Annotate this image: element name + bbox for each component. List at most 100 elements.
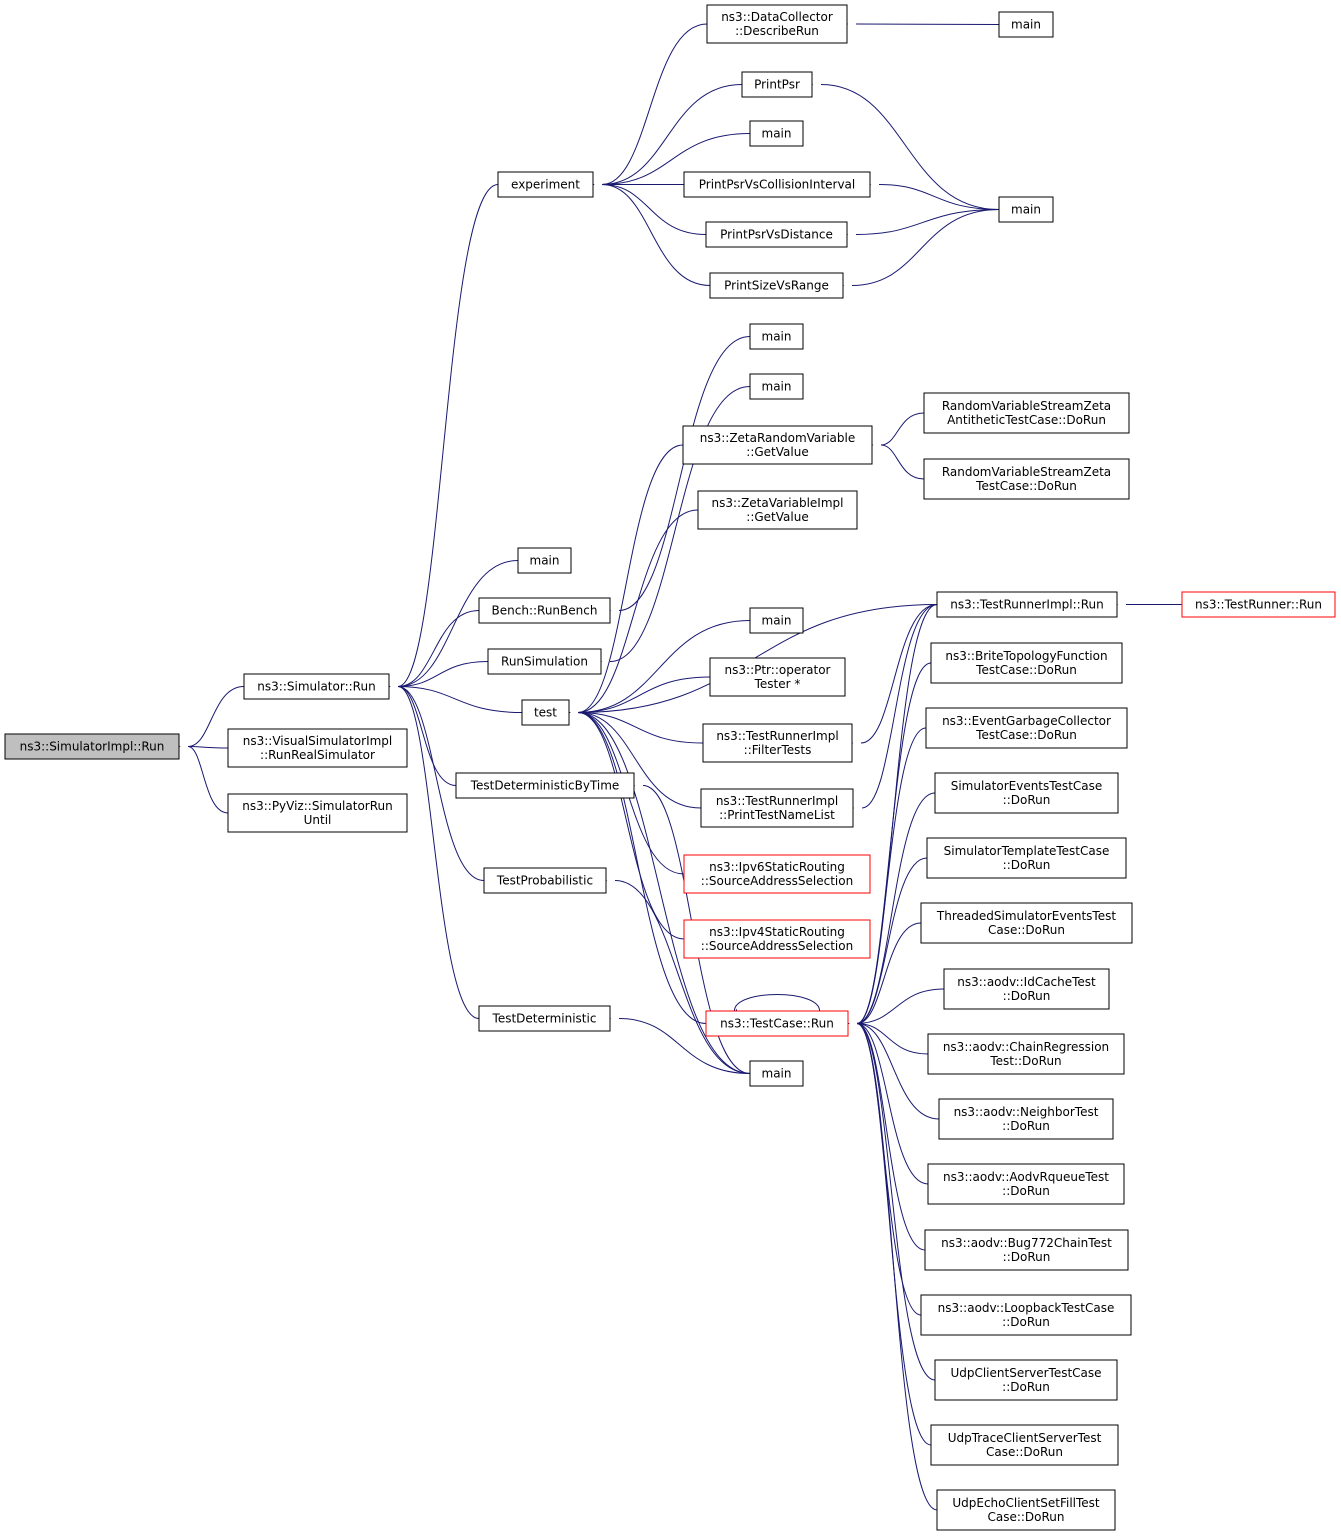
node-box	[927, 1033, 1125, 1075]
node-benchrun[interactable]: Bench::RunBench	[478, 597, 611, 624]
node-zetarv[interactable]: ns3::ZetaRandomVariable::GetValue	[682, 425, 873, 465]
node-label: ns3::aodv::AodvRqueueTest	[943, 1170, 1109, 1184]
node-rvszanti[interactable]: RandomVariableStreamZetaAntitheticTestCa…	[923, 392, 1130, 434]
node-main_h[interactable]: main	[749, 1060, 804, 1087]
node-box	[682, 425, 873, 465]
node-label: PrintPsrVsCollisionInterval	[699, 178, 856, 192]
node-main_f[interactable]: main	[749, 607, 804, 634]
node-trrun[interactable]: ns3::TestRunner::Run	[1181, 591, 1336, 618]
node-stt[interactable]: SimulatorTemplateTestCase::DoRun	[926, 837, 1127, 879]
node-zetavi[interactable]: ns3::ZetaVariableImpl::GetValue	[697, 490, 858, 530]
node-box	[943, 968, 1110, 1010]
nodes-layer: ns3::SimulatorImpl::Run ns3::Simulator::R…	[4, 4, 1336, 1531]
node-main_c[interactable]: main	[998, 196, 1054, 223]
node-box	[936, 1489, 1116, 1531]
node-test[interactable]: test	[521, 699, 570, 726]
edge-benchrun-to-simrun	[378, 610, 480, 692]
node-label: ns3::TestRunnerImpl	[716, 729, 838, 743]
node-label: ns3::aodv::IdCacheTest	[957, 975, 1096, 989]
edge-udpcs-to-tcrun	[837, 1018, 936, 1381]
node-box	[998, 196, 1054, 223]
node-ipv4[interactable]: ns3::Ipv4StaticRouting::SourceAddressSel…	[683, 919, 871, 959]
node-main_d[interactable]: main	[749, 323, 804, 350]
node-label: Tester *	[754, 677, 801, 691]
node-simrun[interactable]: ns3::Simulator::Run	[243, 673, 390, 700]
node-label: ns3::BriteTopologyFunction	[945, 649, 1107, 663]
node-ppvd[interactable]: PrintPsrVsDistance	[705, 221, 848, 248]
node-box	[227, 728, 408, 768]
node-label: experiment	[511, 178, 580, 192]
node-tcrun[interactable]: ns3::TestCase::Run	[705, 1010, 849, 1037]
node-main_c[interactable]: main	[998, 11, 1054, 38]
node-label: main	[762, 330, 792, 344]
node-psvr[interactable]: PrintSizeVsRange	[709, 272, 844, 299]
node-box	[700, 788, 854, 828]
edge-line	[856, 1023, 936, 1381]
node-label: ns3::ZetaRandomVariable	[700, 431, 856, 445]
node-visual[interactable]: ns3::VisualSimulatorImpl::RunRealSimulat…	[227, 728, 408, 768]
node-tdbytime[interactable]: TestDeterministicByTime	[455, 772, 635, 799]
node-box	[697, 490, 858, 530]
node-label: ::DoRun	[1003, 1250, 1051, 1264]
node-label: ::DoRun	[1002, 1119, 1050, 1133]
node-udpcs[interactable]: UdpClientServerTestCase::DoRun	[934, 1359, 1118, 1401]
node-tprob[interactable]: TestProbabilistic	[483, 867, 607, 894]
node-experiment[interactable]: experiment	[497, 171, 594, 198]
edge-line	[856, 857, 928, 1024]
node-label: TestCase::DoRun	[975, 728, 1077, 742]
node-label: ::DoRun	[1003, 858, 1051, 872]
node-brite[interactable]: ns3::BriteTopologyFunctionTestCase::DoRu…	[930, 642, 1123, 684]
node-label: ns3::Ipv6StaticRouting	[709, 860, 845, 874]
node-runsim[interactable]: RunSimulation	[487, 648, 602, 675]
node-rqueue[interactable]: ns3::aodv::AodvRqueueTest::DoRun	[927, 1163, 1125, 1205]
node-box	[749, 120, 804, 147]
edge-line	[577, 712, 704, 744]
node-label: AntitheticTestCase::DoRun	[947, 413, 1106, 427]
edge-line	[577, 444, 684, 713]
edge-trirun-to-trprint	[842, 604, 938, 813]
node-box	[243, 673, 390, 700]
node-box	[4, 733, 180, 760]
edge-line	[601, 23, 708, 185]
node-neighbor[interactable]: ns3::aodv::NeighborTest::DoRun	[938, 1098, 1114, 1140]
node-ipv6[interactable]: ns3::Ipv6StaticRouting::SourceAddressSel…	[683, 854, 871, 894]
node-box	[483, 867, 607, 894]
node-label: main	[530, 554, 560, 568]
node-root[interactable]: ns3::SimulatorImpl::Run	[4, 733, 180, 760]
node-main_e[interactable]: main	[749, 373, 804, 400]
node-loopback[interactable]: ns3::aodv::LoopbackTestCase::DoRun	[920, 1294, 1132, 1336]
node-label: ::GetValue	[746, 510, 808, 524]
node-printpsr[interactable]: PrintPsr	[741, 71, 813, 98]
node-label: ns3::DataCollector	[721, 10, 833, 24]
node-trprint[interactable]: ns3::TestRunnerImpl::PrintTestNameList	[700, 788, 854, 828]
node-label: ::DoRun	[1002, 1184, 1050, 1198]
node-box	[938, 1098, 1114, 1140]
node-bug772[interactable]: ns3::aodv::Bug772ChainTest::DoRun	[924, 1229, 1129, 1271]
node-idcache[interactable]: ns3::aodv::IdCacheTest::DoRun	[943, 968, 1110, 1010]
node-dcdescribe[interactable]: ns3::DataCollector::DescribeRun	[706, 4, 848, 44]
node-main_b[interactable]: main	[749, 120, 804, 147]
edge-line	[397, 560, 519, 687]
node-set[interactable]: SimulatorEventsTestCase::DoRun	[934, 772, 1119, 814]
node-box	[487, 648, 602, 675]
node-main_a[interactable]: main	[517, 547, 572, 574]
node-label: ::DoRun	[1002, 1315, 1050, 1329]
node-egc[interactable]: ns3::EventGarbageCollectorTestCase::DoRu…	[925, 707, 1128, 749]
edge-line	[855, 209, 1000, 235]
node-label: UdpEchoClientSetFillTest	[952, 1496, 1100, 1510]
node-label: ns3::aodv::NeighborTest	[954, 1105, 1099, 1119]
node-label: main	[762, 614, 792, 628]
node-trfilter[interactable]: ns3::TestRunnerImpl::FilterTests	[702, 723, 853, 763]
node-ppvci[interactable]: PrintPsrVsCollisionInterval	[683, 171, 871, 198]
node-tdet[interactable]: TestDeterministic	[478, 1005, 611, 1032]
node-trirun[interactable]: ns3::TestRunnerImpl::Run	[936, 591, 1118, 618]
node-label: RunSimulation	[501, 655, 588, 669]
node-label: PrintSizeVsRange	[724, 279, 829, 293]
